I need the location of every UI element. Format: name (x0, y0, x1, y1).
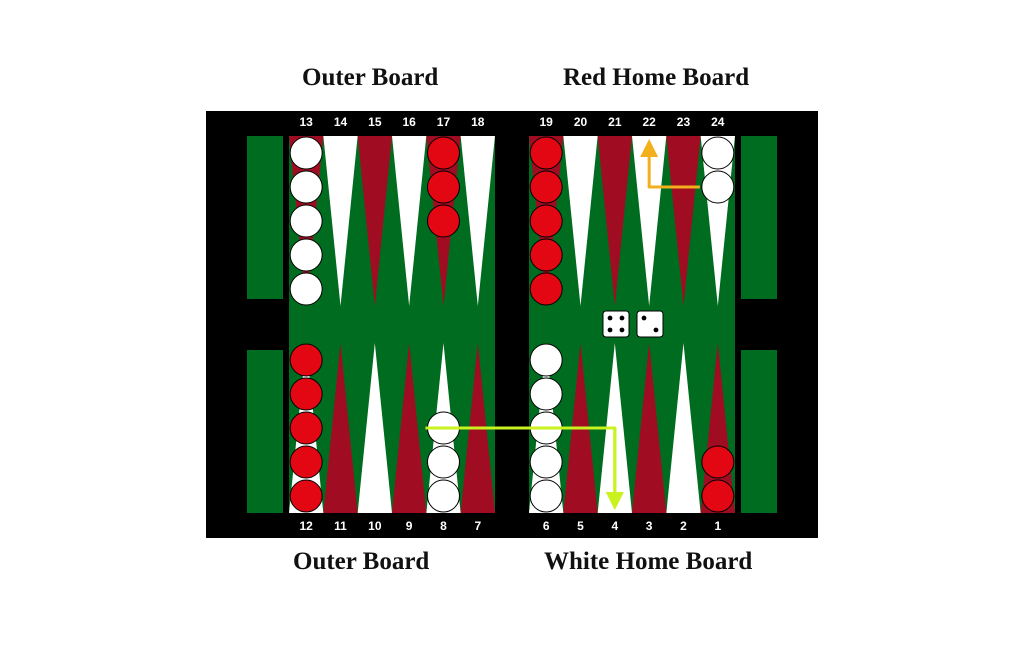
die-pip (619, 315, 625, 321)
point-number-label: 4 (611, 519, 618, 533)
point-number-label: 7 (474, 519, 481, 533)
white-checker[interactable] (701, 136, 735, 170)
point-number-label: 24 (711, 115, 725, 129)
white-checker[interactable] (289, 238, 323, 272)
die-pip (619, 327, 625, 333)
white-checker[interactable] (289, 272, 323, 306)
white-checker[interactable] (529, 479, 563, 513)
white-checker[interactable] (701, 170, 735, 204)
point-18[interactable] (460, 136, 495, 306)
right-tray-top (741, 136, 777, 299)
point-16[interactable] (391, 136, 427, 306)
white-checker[interactable] (289, 136, 323, 170)
white-checker[interactable] (426, 479, 460, 513)
red-checker[interactable] (529, 272, 563, 306)
point-number-label: 19 (539, 115, 553, 129)
move-arrow (528, 426, 624, 510)
top-right-board-label: Red Home Board (563, 64, 750, 91)
point-20[interactable] (563, 136, 598, 306)
point-number-label: 14 (334, 115, 348, 129)
red-checker[interactable] (426, 136, 460, 170)
red-checker[interactable] (529, 136, 563, 170)
die-4[interactable] (602, 310, 630, 338)
point-2[interactable] (666, 343, 701, 513)
point-number-label: 6 (543, 519, 550, 533)
bottom-right-board-label: White Home Board (544, 548, 753, 575)
white-checker[interactable] (529, 445, 563, 479)
left-tray-bottom (247, 350, 283, 513)
point-number-label: 1 (714, 519, 721, 533)
point-23[interactable] (666, 136, 701, 306)
red-checker[interactable] (289, 479, 323, 513)
red-checker[interactable] (529, 170, 563, 204)
point-15[interactable] (357, 136, 392, 306)
red-checker[interactable] (289, 445, 323, 479)
point-11[interactable] (323, 343, 358, 513)
point-3[interactable] (631, 343, 667, 513)
red-checker[interactable] (289, 377, 323, 411)
point-number-label: 5 (577, 519, 584, 533)
point-number-label: 2 (680, 519, 687, 533)
die-pip (641, 315, 647, 321)
white-checker[interactable] (289, 204, 323, 238)
point-number-label: 10 (368, 519, 382, 533)
left-tray-top (247, 136, 283, 299)
point-number-label: 3 (646, 519, 653, 533)
red-checker[interactable] (426, 170, 460, 204)
point-number-label: 16 (402, 115, 416, 129)
point-number-label: 15 (368, 115, 382, 129)
point-number-label: 18 (471, 115, 485, 129)
white-checker[interactable] (289, 170, 323, 204)
point-9[interactable] (391, 343, 427, 513)
die-pip (607, 315, 613, 321)
right-felt (529, 136, 735, 513)
right-tray-bottom (741, 350, 777, 513)
point-number-label: 23 (677, 115, 691, 129)
point-number-label: 21 (608, 115, 622, 129)
point-number-label: 9 (406, 519, 413, 533)
red-checker[interactable] (529, 204, 563, 238)
point-number-label: 8 (440, 519, 447, 533)
point-number-label: 11 (334, 519, 347, 533)
point-22[interactable] (631, 136, 667, 306)
move-arrow (640, 139, 700, 189)
die-pip (607, 327, 613, 333)
die-pip (653, 327, 659, 333)
bottom-left-board-label: Outer Board (293, 548, 430, 575)
point-21[interactable] (597, 136, 632, 306)
red-checker[interactable] (426, 204, 460, 238)
top-left-board-label: Outer Board (302, 64, 439, 91)
white-checker[interactable] (529, 377, 563, 411)
point-number-label: 22 (642, 115, 656, 129)
point-14[interactable] (323, 136, 358, 306)
point-number-label: 12 (299, 519, 313, 533)
red-checker[interactable] (701, 479, 735, 513)
red-checker[interactable] (289, 343, 323, 377)
die-2[interactable] (636, 310, 664, 338)
red-checker[interactable] (701, 445, 735, 479)
die-face (602, 310, 630, 338)
point-number-label: 13 (299, 115, 313, 129)
point-number-label: 20 (574, 115, 588, 129)
point-10[interactable] (357, 343, 392, 513)
left-felt (289, 136, 495, 513)
red-checker[interactable] (529, 238, 563, 272)
red-checker[interactable] (289, 411, 323, 445)
white-checker[interactable] (529, 343, 563, 377)
die-face (636, 310, 664, 338)
point-number-label: 17 (437, 115, 451, 129)
white-checker[interactable] (426, 445, 460, 479)
